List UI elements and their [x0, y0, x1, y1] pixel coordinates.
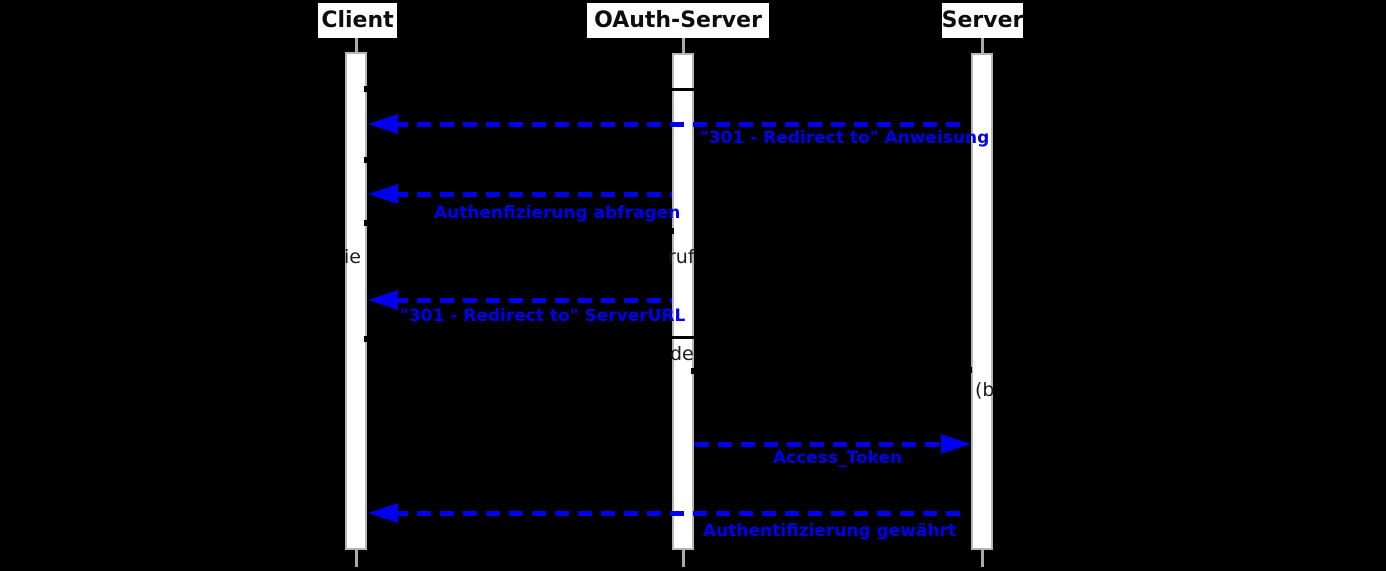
message-endpoint-tick — [364, 157, 369, 163]
message-endpoint-tick — [364, 220, 369, 226]
lifeline-stub-top-oauth-server — [682, 38, 685, 53]
message-endpoint-tick — [364, 86, 369, 92]
message-arrowhead-right — [941, 434, 971, 454]
message-line — [394, 511, 969, 516]
message-line — [695, 442, 945, 447]
message-label: Access_Token — [773, 448, 903, 468]
message-arrowhead-left — [368, 184, 398, 204]
lifeline-stub-bottom-client — [355, 550, 358, 567]
message-arrowhead-left — [368, 114, 398, 134]
lifeline-stub-top-client — [355, 38, 358, 52]
message-line — [394, 298, 672, 303]
message-line — [394, 192, 672, 197]
message-label: Authenfizierung abfragen — [434, 203, 681, 223]
lifeline-stub-top-server — [981, 38, 984, 53]
message-label-fragment: ruf — [668, 246, 695, 268]
activation-bar-client — [345, 52, 367, 550]
message-label-fragment: (b — [975, 379, 995, 401]
message-endpoint-tick — [364, 336, 369, 342]
message-label: Authentifizierung gewährt — [703, 521, 957, 541]
lifeline-stub-bottom-server — [981, 550, 984, 567]
message-label-fragment: ie — [344, 246, 361, 268]
message-crossing-line — [670, 336, 696, 339]
message-arrowhead-left — [368, 503, 398, 523]
message-endpoint-tick — [967, 367, 972, 373]
message-label-fragment: de — [670, 343, 694, 365]
activation-bar-server — [971, 53, 993, 550]
message-label: "301 - Redirect to" ServerURL — [400, 306, 686, 326]
participant-box-oauth-server: OAuth-Server — [587, 3, 769, 38]
message-label: "301 - Redirect to" Anweisung — [700, 128, 990, 148]
lifeline-stub-bottom-oauth-server — [682, 550, 685, 567]
message-endpoint-tick — [669, 228, 674, 234]
message-line — [394, 122, 968, 127]
activation-bar-oauth-server — [672, 53, 694, 550]
participant-box-server: Server — [942, 3, 1023, 38]
message-crossing-line — [670, 88, 696, 91]
participant-box-client: Client — [318, 3, 397, 38]
message-arrowhead-left — [368, 290, 398, 310]
message-endpoint-tick — [691, 368, 696, 374]
